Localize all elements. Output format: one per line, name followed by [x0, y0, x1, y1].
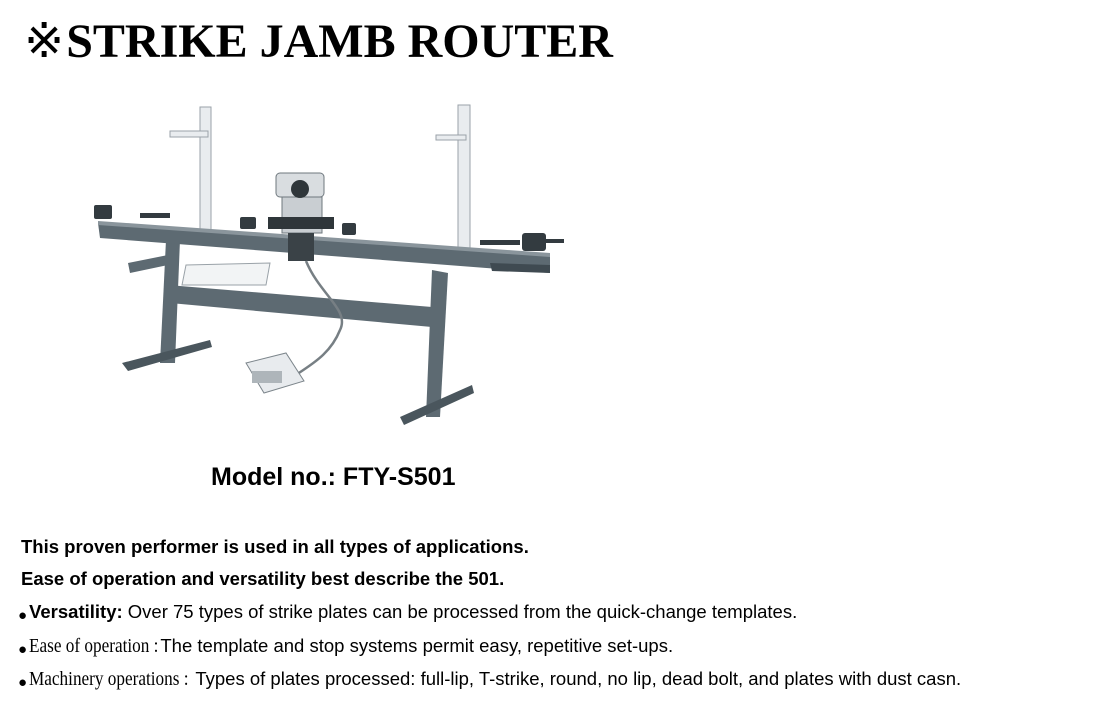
bullet-icon: ●	[18, 674, 28, 691]
stretcher	[168, 285, 432, 327]
clamps	[94, 205, 564, 251]
left-foot	[122, 340, 212, 371]
right-leg	[426, 270, 448, 417]
tray	[181, 262, 271, 286]
foot-pedal	[245, 352, 305, 394]
intro-line-2: Ease of operation and versatility best d…	[21, 568, 505, 589]
top-rail	[98, 223, 550, 273]
intro-line-1: This proven performer is used in all typ…	[21, 536, 529, 557]
feature-versatility: ●Versatility: Over 75 types of strike pl…	[18, 600, 797, 628]
left-post	[199, 106, 212, 233]
top-rail-edge	[98, 221, 550, 257]
feature-text: Types of plates processed: full-lip, T-s…	[190, 668, 962, 689]
feature-text: The template and stop systems permit eas…	[155, 635, 674, 656]
reference-mark-icon: ※	[24, 15, 65, 68]
feature-machinery-operations: ●Machinery operations : Types of plates …	[18, 667, 961, 695]
feature-text: Over 75 types of strike plates can be pr…	[122, 601, 798, 622]
cable	[295, 260, 344, 377]
product-photo	[94, 104, 564, 425]
title-text: STRIKE JAMB ROUTER	[66, 15, 613, 68]
bullet-icon: ●	[18, 641, 28, 658]
feature-label: Versatility:	[29, 601, 123, 622]
left-brace	[128, 255, 168, 273]
bullet-icon: ●	[18, 607, 28, 624]
page-title: ※STRIKE JAMB ROUTER	[24, 12, 613, 72]
feature-label: Machinery operations :	[29, 668, 189, 690]
router-head	[268, 172, 334, 261]
right-post	[457, 104, 471, 256]
feature-label: Ease of operation :	[29, 635, 159, 657]
right-rail-end	[490, 263, 550, 273]
feature-ease-of-operation: ●Ease of operation : The template and st…	[18, 634, 673, 662]
right-foot	[400, 385, 474, 425]
model-number: Model no.: FTY-S501	[211, 463, 456, 491]
left-post-arm	[169, 130, 209, 138]
right-post-arm	[435, 134, 467, 141]
